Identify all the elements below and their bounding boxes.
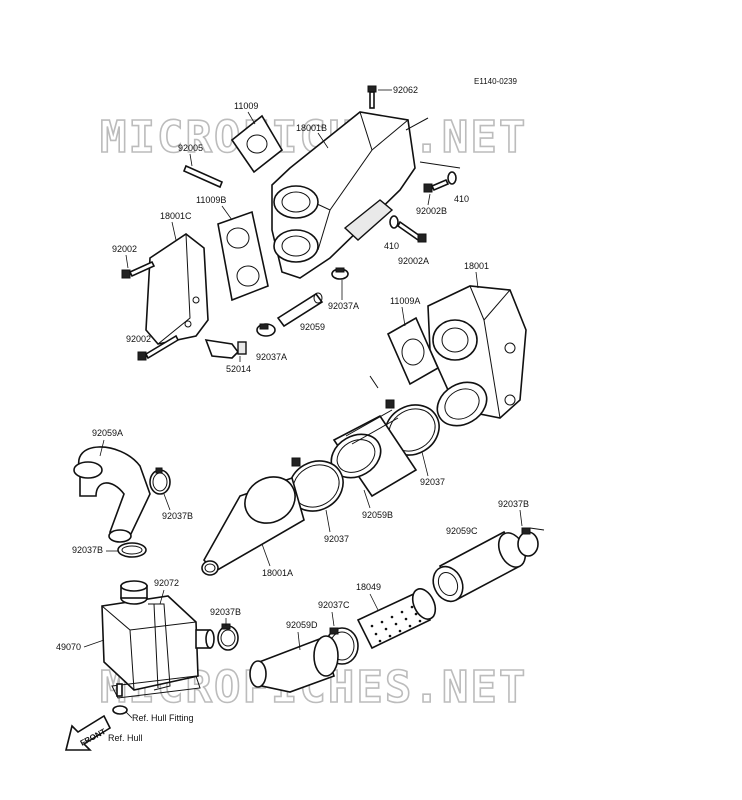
label-92037c: 92037C	[318, 600, 350, 610]
strap-92072	[111, 603, 201, 699]
label-92037b-a: 92037B	[162, 511, 193, 521]
label-92059d: 92059D	[286, 620, 318, 630]
label-92005: 92005	[178, 143, 203, 153]
label-92037-upper: 92037	[420, 477, 445, 487]
bolt-92002b	[423, 178, 450, 193]
clamp-92037b-a	[149, 467, 171, 495]
water-muffler-49070	[101, 580, 215, 691]
washer-410-upper	[447, 171, 457, 185]
label-92059a: 92059A	[92, 428, 123, 438]
label-92037a-lower: 92037A	[256, 352, 287, 362]
label-92059: 92059	[300, 322, 325, 332]
label-11009a: 11009A	[390, 296, 420, 306]
sleeve-92059b	[330, 409, 418, 498]
outlet-collar	[436, 381, 488, 427]
label-92059b: 92059B	[362, 510, 393, 520]
exhaust-manifold-18001b	[271, 111, 416, 279]
hull-fitting-screw	[112, 683, 128, 715]
label-92059c: 92059C	[446, 526, 478, 536]
hose-92059c	[432, 530, 527, 603]
gasket-11009b	[217, 210, 269, 302]
diagram-code: E1140-0239	[474, 77, 518, 86]
fitting-52014	[204, 339, 247, 359]
gasket-11009	[230, 114, 284, 174]
label-52014: 52014	[226, 364, 251, 374]
hose-92059d	[249, 635, 339, 693]
gasket-11009a	[386, 316, 440, 386]
label-92072: 92072	[154, 578, 179, 588]
clamp-92037a-lower	[256, 323, 276, 337]
label-92062: 92062	[393, 85, 418, 95]
bolt-92062	[367, 85, 377, 109]
label-18001c: 18001C	[160, 211, 192, 221]
clamp-92037b-d	[217, 623, 239, 651]
label-18001: 18001	[464, 261, 489, 271]
clamp-92037b-b	[117, 542, 147, 558]
label-ref-hull-fitting: Ref. Hull Fitting	[132, 713, 194, 723]
bolt-92002a	[396, 220, 427, 243]
label-92002a: 92002A	[398, 256, 429, 266]
label-18001a: 18001A	[262, 568, 293, 578]
exhaust-chamber-18001	[427, 285, 527, 419]
bolt-92002-lower	[137, 334, 180, 361]
label-92037b-c: 92037B	[498, 499, 529, 509]
label-11009: 11009	[234, 101, 258, 111]
clamp-92037b-c	[517, 527, 539, 557]
label-92037-lower: 92037	[324, 534, 349, 544]
label-49070: 49070	[56, 642, 81, 652]
clamp-92037a-upper	[331, 267, 349, 280]
washer-410-lower	[389, 215, 399, 229]
label-410-upper: 410	[454, 194, 469, 204]
label-92037b-b: 92037B	[72, 545, 103, 555]
clamp-92037-lower	[288, 457, 344, 512]
hose-92059a	[73, 446, 151, 543]
stud-92005	[182, 164, 224, 189]
front-arrow-icon: FRONT	[64, 714, 112, 751]
label-92002b: 92002B	[416, 206, 447, 216]
label-11009b: 11009B	[196, 195, 226, 205]
label-92037a-upper: 92037A	[328, 301, 359, 311]
cover-18001c	[145, 233, 209, 345]
screen-18049	[356, 588, 437, 650]
label-ref-hull: Ref. Hull	[108, 733, 143, 743]
hose-92059	[276, 292, 324, 328]
bolt-92002-upper	[121, 260, 156, 279]
label-92002-upper: 92002	[112, 244, 137, 254]
label-18001b: 18001B	[296, 123, 327, 133]
label-18049: 18049	[356, 582, 381, 592]
label-92002-lower: 92002	[126, 334, 151, 344]
cone-pipe-18001a	[201, 476, 305, 576]
label-92037b-d: 92037B	[210, 607, 241, 617]
label-410-lower: 410	[384, 241, 399, 251]
